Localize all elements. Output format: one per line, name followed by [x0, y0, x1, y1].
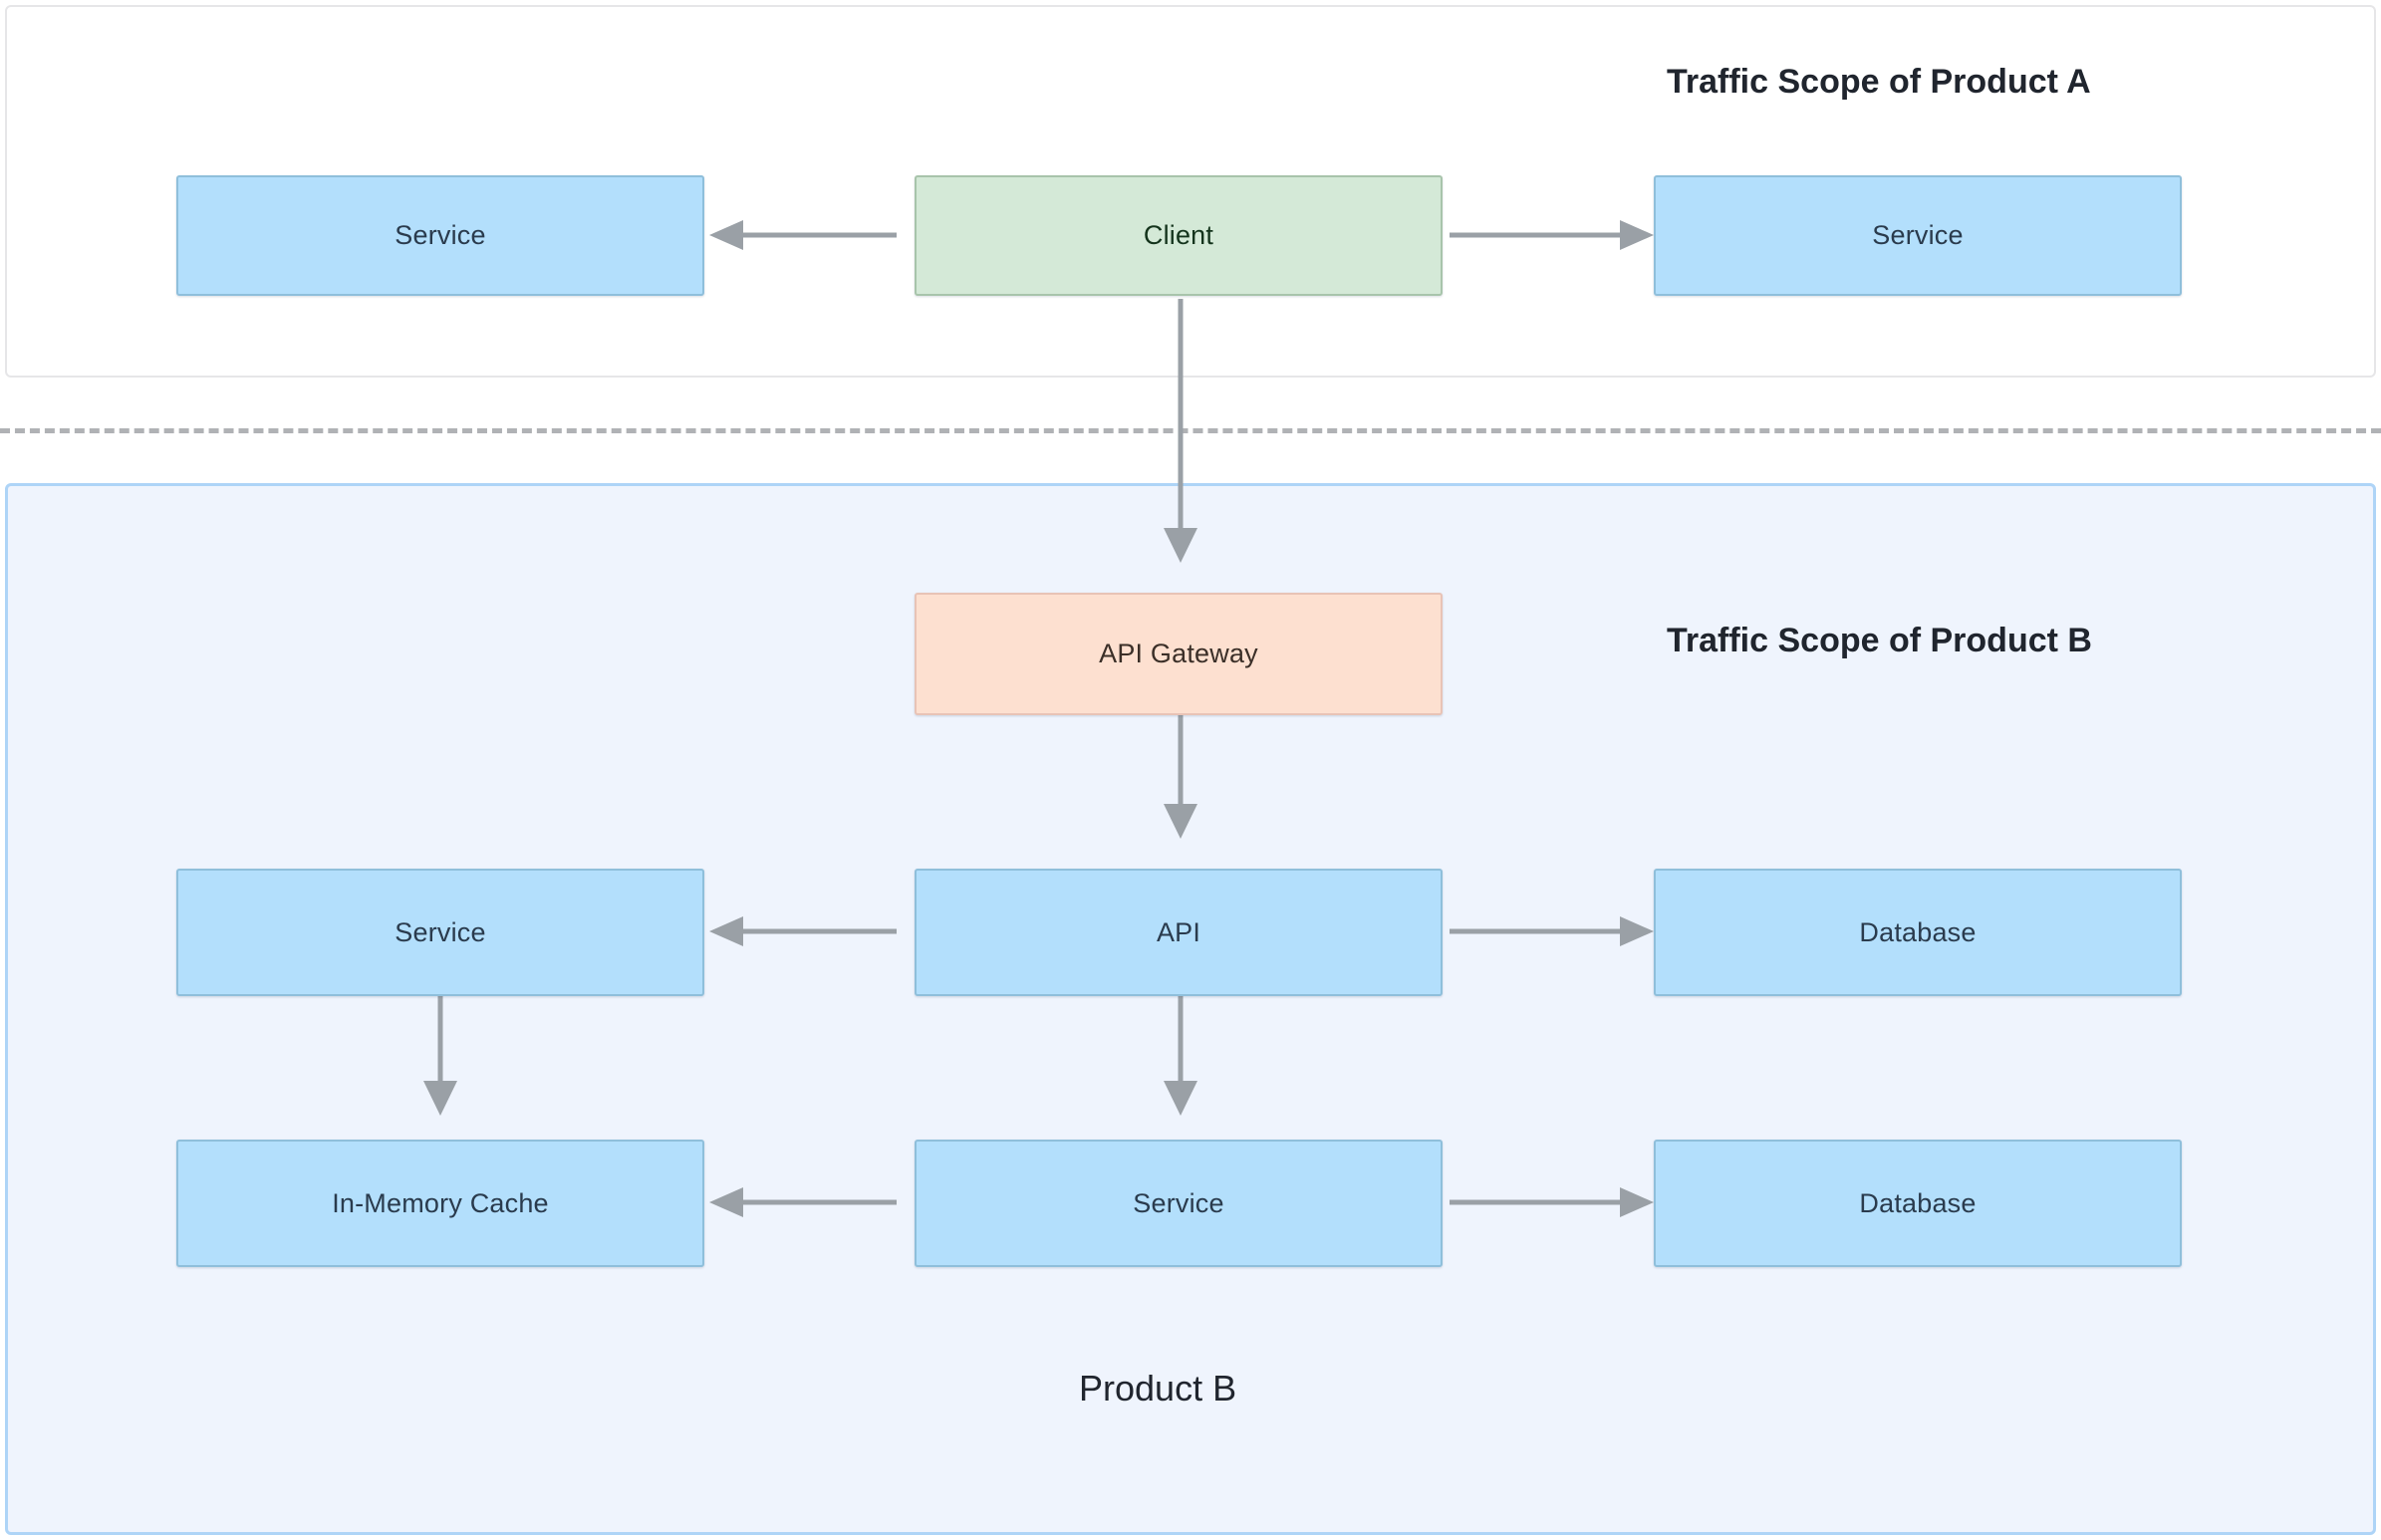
node-service-right-a[interactable]: Service: [1654, 175, 2182, 296]
node-client[interactable]: Client: [915, 175, 1443, 296]
node-database-bottom[interactable]: Database: [1654, 1140, 2182, 1267]
node-service-left-b[interactable]: Service: [176, 869, 704, 996]
traffic-scope-a-title: Traffic Scope of Product A: [1667, 63, 2091, 101]
node-service-center-b[interactable]: Service: [915, 1140, 1443, 1267]
node-database-top[interactable]: Database: [1654, 869, 2182, 996]
product-b-label: Product B: [1079, 1368, 1237, 1409]
node-in-memory-cache[interactable]: In-Memory Cache: [176, 1140, 704, 1267]
scope-divider: [0, 428, 2381, 433]
node-api-gateway[interactable]: API Gateway: [915, 593, 1443, 715]
traffic-scope-b-title: Traffic Scope of Product B: [1667, 622, 2092, 659]
node-service-left-a[interactable]: Service: [176, 175, 704, 296]
node-api[interactable]: API: [915, 869, 1443, 996]
